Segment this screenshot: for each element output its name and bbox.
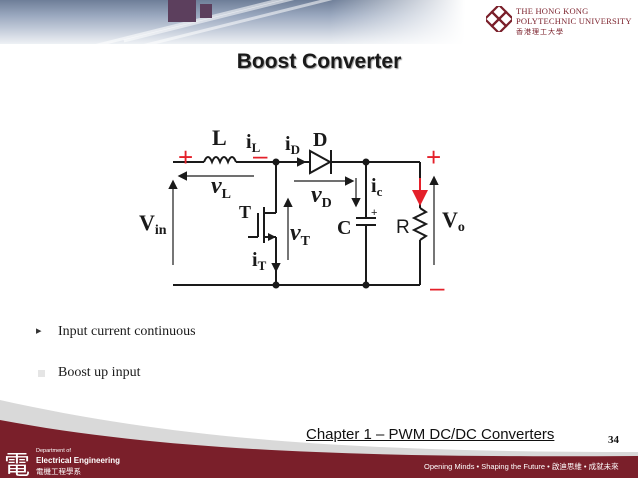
bullet-text: Input current continuous bbox=[58, 324, 196, 339]
node-bottom-cap bbox=[362, 281, 370, 289]
department-emblem: 電 bbox=[4, 451, 31, 478]
label-capacitor: C bbox=[337, 217, 351, 239]
bullet-item: ▸ Input current continuous bbox=[36, 324, 196, 340]
label-it: iT bbox=[252, 249, 267, 273]
diode-body bbox=[309, 149, 333, 175]
logo-text-line3: 香港理工大學 bbox=[516, 29, 564, 36]
footer-slogan: Opening Minds • Shaping the Future • 啟迪思… bbox=[420, 458, 636, 476]
logo-text-line1: THE HONG KONG bbox=[516, 6, 589, 16]
inductor-coil bbox=[203, 156, 237, 165]
switch-arrow bbox=[268, 233, 276, 241]
label-vl: vL bbox=[211, 173, 231, 202]
square-bullet-icon bbox=[38, 370, 45, 377]
department-logo: 電 Department of Electrical Engineering 電… bbox=[2, 445, 120, 478]
label-inductor: L bbox=[212, 125, 227, 150]
slide-title: Boost Converter bbox=[236, 50, 402, 73]
sign-minus-right: – bbox=[430, 272, 445, 302]
department-line2: Electrical Engineering bbox=[36, 456, 121, 465]
chapter-footer-link[interactable]: Chapter 1 – PWM DC/DC Converters bbox=[306, 426, 555, 443]
label-vin: Vin bbox=[139, 210, 167, 238]
page-number: 34 bbox=[608, 434, 619, 446]
label-vt: vT bbox=[290, 220, 311, 249]
resistor-zigzag bbox=[411, 207, 429, 241]
sign-plus-right: + bbox=[426, 142, 441, 172]
bullet-text: Boost up input bbox=[58, 365, 141, 380]
logo-text-line2: POLYTECHNIC UNIVERSITY bbox=[516, 16, 632, 26]
triangle-bullet-icon: ▸ bbox=[36, 325, 42, 337]
label-vo: Vo bbox=[442, 207, 465, 235]
department-line1: Department of bbox=[36, 448, 71, 454]
department-line3: 電機工程學系 bbox=[36, 467, 81, 476]
bullet-item: Boost up input bbox=[38, 365, 141, 381]
node-top-cap bbox=[362, 158, 370, 166]
banner-fade bbox=[330, 0, 480, 44]
label-resistor: R bbox=[396, 217, 410, 238]
node-top-switch bbox=[272, 158, 280, 166]
label-ic: ic bbox=[371, 175, 383, 199]
polyu-logo: THE HONG KONG POLYTECHNIC UNIVERSITY 香港理… bbox=[486, 4, 636, 38]
node-bottom-switch bbox=[272, 281, 280, 289]
label-switch: T bbox=[239, 202, 251, 222]
label-diode: D bbox=[313, 129, 327, 151]
label-il: iL bbox=[246, 131, 261, 155]
label-vd: vD bbox=[311, 182, 332, 211]
label-id: iD bbox=[285, 133, 300, 157]
label-cap-polarity: + bbox=[371, 207, 377, 219]
sign-minus-mid: – bbox=[253, 140, 268, 170]
polyu-logo-icon bbox=[486, 6, 512, 32]
sign-plus-left: + bbox=[178, 142, 193, 172]
